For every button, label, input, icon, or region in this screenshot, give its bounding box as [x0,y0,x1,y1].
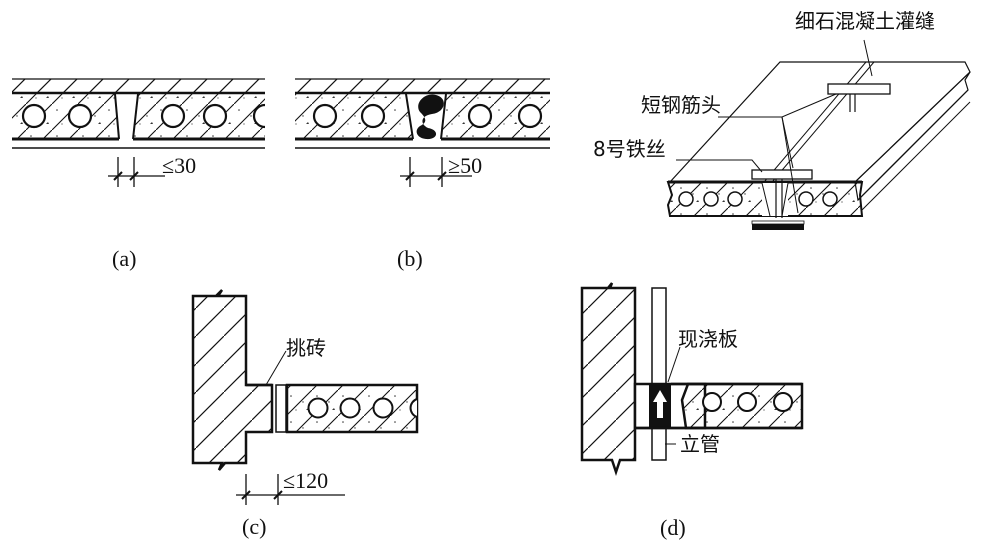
caption-a: (a) [112,246,136,271]
leader-grout [863,39,873,77]
slab-left [295,94,413,139]
leader-cast-slab [667,346,681,383]
dimension-label-c: ≤120 [283,468,328,493]
label-grout: 细石混凝土灌缝 [795,9,935,33]
label-wire: 8号铁丝 [593,137,666,161]
panel-a: ≤30 (a) [12,78,266,271]
dimension-c [236,474,345,505]
slab-right [441,94,550,139]
dimension-label-b: ≥50 [448,153,482,178]
up-arrow-icon [653,390,667,418]
label-riser: 立管 [680,432,720,456]
panel-b: ≥50 (b) [295,78,550,271]
hollow-cores-b [312,103,543,129]
screed-layer [295,79,550,93]
label-corbel-brick: 挑砖 [286,336,326,360]
slab-right [133,94,265,139]
brick-wall [191,289,274,471]
short-rebar-top [827,83,891,95]
leader-corbel-brick [265,350,287,386]
panel-d: 现浇板 立管 (d) [580,282,804,540]
joint-rebar [416,94,444,140]
wire-anchor [752,224,804,230]
caption-d: (d) [660,515,686,540]
label-cast-slab: 现浇板 [678,327,738,351]
panel-isometric: 细石混凝土灌缝 短钢筋头 8号铁丝 [593,9,971,230]
label-short-rebar: 短钢筋头 [641,93,721,117]
hollow-cores-c [307,397,418,419]
caption-b: (b) [397,246,423,271]
riser-pipe [651,287,667,461]
hollow-cores-a [21,103,266,129]
slab-top-face [668,61,971,183]
brick-wall [580,282,637,476]
panel-c: 挑砖 ≤120 (c) [191,289,419,539]
screed-layer [12,79,265,93]
dimension-b [400,157,472,187]
dimension-label-a: ≤30 [162,153,196,178]
joint-strip [275,384,287,433]
dimension-a [108,157,165,187]
caption-c: (c) [242,514,266,539]
hollow-cores-d [702,392,793,412]
hollow-cores-iso [678,191,838,207]
